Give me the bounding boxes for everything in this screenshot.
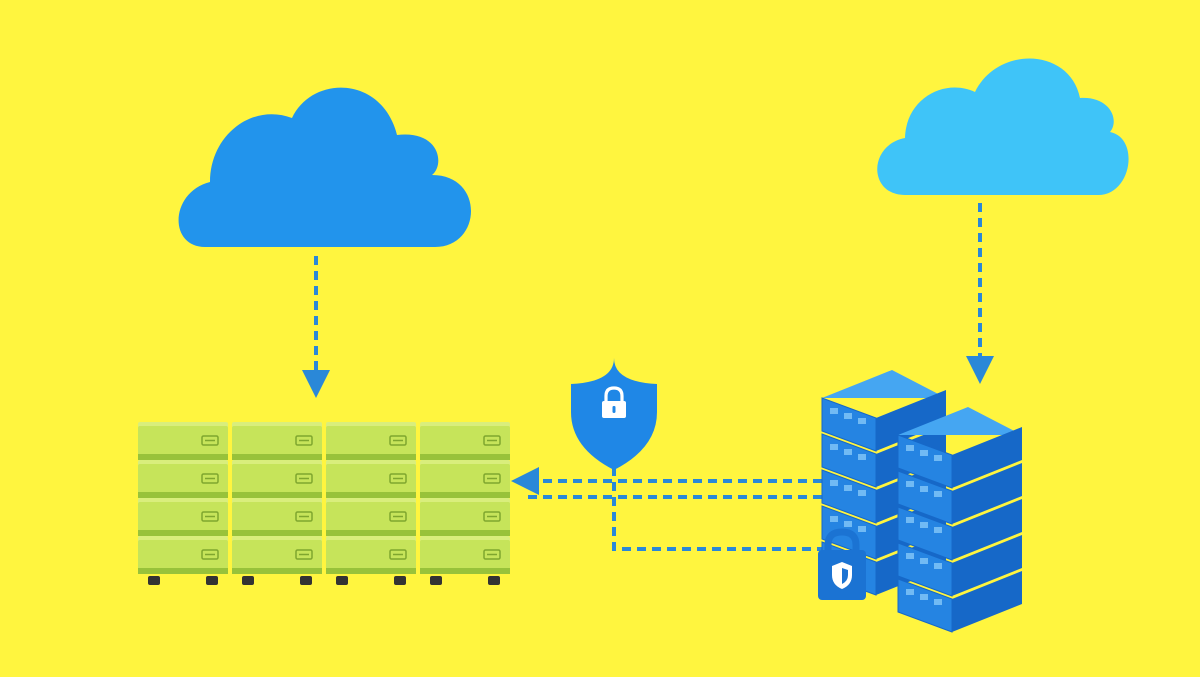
storage-cabinet [420, 498, 510, 536]
cabinet-foot [148, 576, 160, 585]
storage-cabinet [138, 460, 228, 498]
cabinet-foot [300, 576, 312, 585]
shield-lock-icon [571, 358, 657, 470]
server-unit [897, 427, 1022, 489]
storage-cabinet [326, 498, 416, 536]
storage-cabinet [138, 536, 228, 574]
server-unit [821, 390, 946, 452]
server-rack-icon [821, 370, 1022, 633]
storage-cabinet [326, 422, 416, 460]
file-cabinet-icon [138, 422, 510, 585]
cabinet-foot [488, 576, 500, 585]
storage-cabinet [326, 460, 416, 498]
storage-cabinet [420, 460, 510, 498]
storage-cabinet [232, 422, 322, 460]
server-tower [897, 407, 1022, 633]
cloud-icon [178, 87, 471, 247]
server-unit [897, 571, 1022, 633]
cabinet-foot [242, 576, 254, 585]
padlock-shield-icon [818, 528, 866, 600]
storage-cabinet [138, 498, 228, 536]
storage-cabinet [138, 422, 228, 460]
storage-cabinet [420, 536, 510, 574]
connector-lines [302, 203, 994, 551]
connector-shield-to-servers [612, 467, 822, 551]
cabinet-foot [336, 576, 348, 585]
storage-cabinet [326, 536, 416, 574]
lock-icon [602, 386, 626, 418]
server-unit [897, 463, 1022, 525]
storage-cabinet [232, 460, 322, 498]
storage-cabinet [232, 536, 322, 574]
server-unit [897, 535, 1022, 597]
storage-cabinet [420, 422, 510, 460]
cloud-icon [877, 58, 1129, 195]
cabinet-foot [206, 576, 218, 585]
storage-cabinet [232, 498, 322, 536]
cabinet-foot [394, 576, 406, 585]
cabinet-foot [430, 576, 442, 585]
server-unit [897, 499, 1022, 561]
